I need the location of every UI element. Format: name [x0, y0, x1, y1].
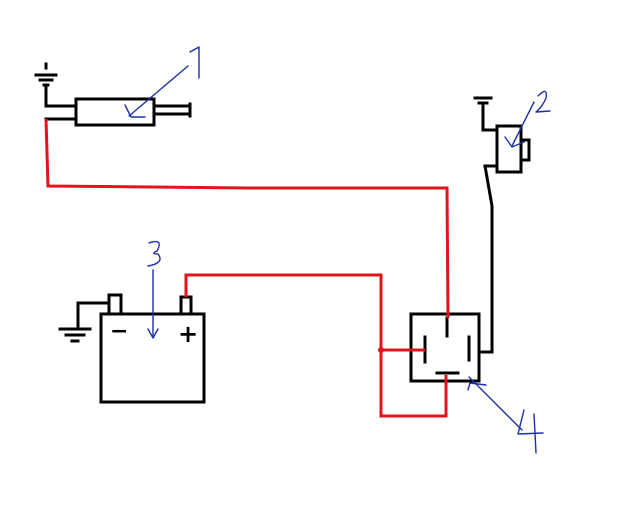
ground-icon: [58, 327, 92, 343]
callout-1: [124, 46, 200, 118]
callout-2-label: 2: [540, 98, 547, 109]
ground-icon: [473, 96, 493, 132]
red-wires: [44, 118, 450, 418]
component-1-device: [34, 62, 192, 127]
battery-negative-label: −: [110, 319, 128, 344]
callout-1-label: 1: [194, 62, 201, 73]
callout-4: [467, 376, 544, 454]
callout-4-label: 4: [526, 432, 533, 443]
wire-junction: [378, 347, 384, 353]
callout-3: [147, 240, 161, 339]
component-3-battery: − +: [58, 293, 206, 404]
callout-3-label: 3: [150, 250, 157, 261]
callouts: [124, 46, 551, 454]
component-4-relay: [409, 312, 481, 383]
callout-2: [504, 90, 551, 148]
component-2-switch: [473, 96, 531, 354]
battery-positive-label: +: [178, 320, 198, 348]
ground-icon: [34, 62, 58, 108]
